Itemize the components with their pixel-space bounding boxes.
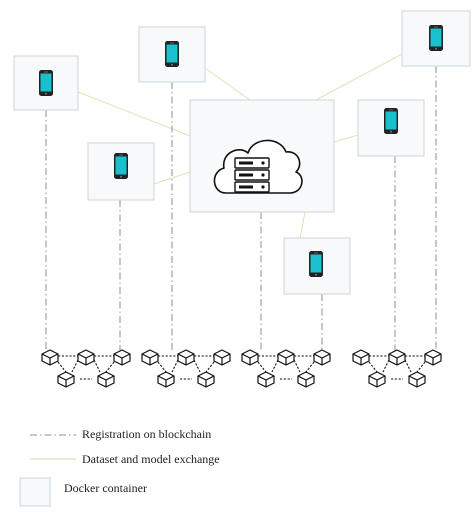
registration-links <box>45 66 437 352</box>
exchange-links <box>77 53 403 239</box>
legend-container-label: Docker container <box>64 481 147 495</box>
smartphone-icon <box>429 25 443 51</box>
exchange-line <box>77 91 191 137</box>
exchange-line <box>204 67 251 101</box>
device-container <box>87 142 155 201</box>
smartphone-icon <box>309 251 323 277</box>
server-container <box>189 99 335 213</box>
smartphone-icon <box>165 41 179 67</box>
device-container <box>138 26 206 83</box>
legend-container-symbol <box>19 477 51 507</box>
legend-registration-label: Registration on blockchain <box>82 427 212 441</box>
cloud-server-icon <box>213 139 303 194</box>
blockchain-network-icon <box>42 350 130 387</box>
smartphone-icon <box>39 70 53 96</box>
device-container <box>357 99 425 157</box>
blockchain-network-icon <box>353 350 441 387</box>
exchange-line <box>315 53 403 101</box>
legend <box>19 434 76 507</box>
exchange-line <box>153 171 191 185</box>
legend-exchange-label: Dataset and model exchange <box>82 452 220 466</box>
blockchain-network-icon <box>242 350 330 387</box>
smartphone-icon <box>114 153 128 179</box>
device-container <box>283 237 351 295</box>
exchange-line <box>333 134 359 143</box>
exchange-line <box>299 211 306 239</box>
blockchain-network-icon <box>142 350 230 387</box>
smartphone-icon <box>384 108 398 134</box>
device-container <box>13 55 79 111</box>
device-container <box>401 10 471 67</box>
